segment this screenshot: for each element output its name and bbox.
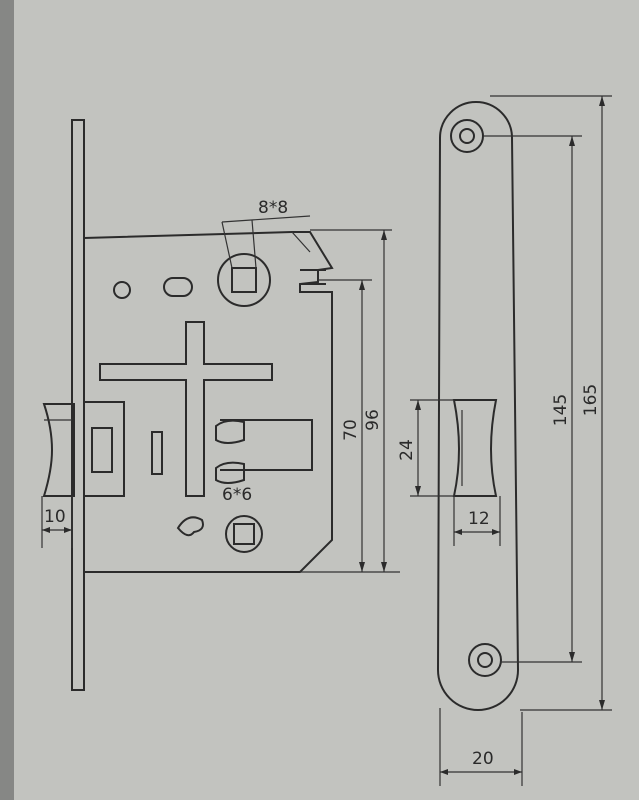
dim-165: 165 <box>490 95 612 711</box>
screw-hole <box>113 281 131 299</box>
label-12: 12 <box>468 509 490 529</box>
label-10: 10 <box>44 507 66 527</box>
label-8x8: 8*8 <box>258 198 288 218</box>
dim-spindle: 8*8 <box>221 198 311 269</box>
label-6x6: 6*6 <box>222 485 252 505</box>
label-20: 20 <box>472 749 494 769</box>
dim-20: 20 <box>439 708 523 786</box>
dim-latch-projection: 10 <box>41 496 73 548</box>
label-145: 145 <box>551 394 571 426</box>
label-70: 70 <box>341 419 361 441</box>
dim-96: 96 <box>310 229 392 572</box>
dim-145: 145 <box>484 135 582 663</box>
top-hole-outer <box>450 119 484 153</box>
plate-outline <box>436 101 520 711</box>
spindle-hub <box>217 253 271 307</box>
cross-slot <box>99 321 273 497</box>
lock-body <box>42 119 334 691</box>
cam <box>176 516 204 537</box>
dim-70: 70 <box>300 279 400 573</box>
latch-guide <box>220 419 313 471</box>
label-96: 96 <box>363 409 383 431</box>
strike-plate <box>436 101 520 711</box>
bottom-hole-outer <box>468 643 502 677</box>
dim-12: 12 <box>453 496 501 546</box>
oval-hole <box>163 277 193 297</box>
thumbturn-hub <box>225 515 263 553</box>
bottom-hole-inner <box>477 652 493 668</box>
latch-housing <box>83 401 125 497</box>
latch-slot <box>452 399 498 497</box>
small-slot <box>151 431 163 475</box>
latch-bolt <box>42 403 75 497</box>
dim-thumbturn: 6*6 <box>222 485 252 505</box>
label-165: 165 <box>581 384 601 416</box>
dim-24: 24 <box>397 399 454 497</box>
top-hole-inner <box>459 128 475 144</box>
label-24: 24 <box>397 439 417 461</box>
spindle-square <box>231 267 257 293</box>
thumbturn-square <box>233 523 255 545</box>
